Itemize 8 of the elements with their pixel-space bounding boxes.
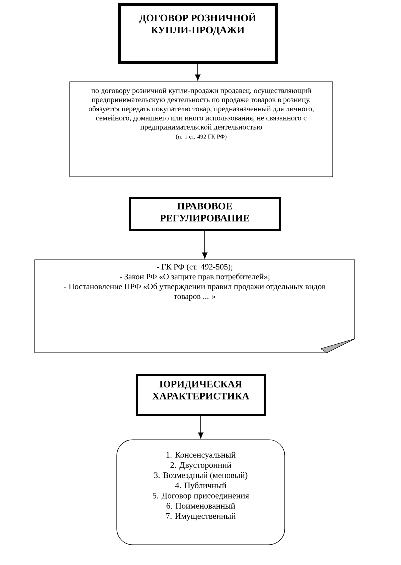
list-box: 1. Консенсуальный 2. Двусторонний 3. Возмездный (меновый) 4. Публичный 5. Договор присоединения 6. Поименованный 7. Имущественный: [116, 440, 286, 546]
arrow: [198, 416, 204, 439]
arrow: [202, 230, 208, 259]
title-box: ДОГОВОР РОЗНИЧНОЙ КУПЛИ-ПРОДАЖИ: [118, 4, 278, 64]
heading-box: ПРАВОВОЕ РЕГУЛИРОВАНИЕ: [129, 197, 281, 231]
note-box: - ГК РФ (ст. 492-505); - Закон РФ «О защите прав потребителей»; - Постановление ПРФ «Об утверждении правил продажи отдельных видов товаров ... »: [34, 260, 356, 354]
arrow: [195, 64, 201, 81]
heading-box: ЮРИДИЧЕСКАЯ ХАРАКТЕРИСТИКА: [136, 374, 266, 416]
